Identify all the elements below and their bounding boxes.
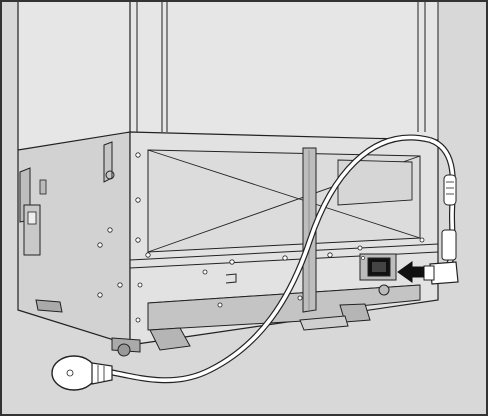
connector-plug — [423, 174, 459, 285]
power-socket — [359, 253, 397, 281]
arrow-insert-icon — [397, 261, 425, 283]
base-feet — [35, 299, 371, 357]
base-side-panel — [17, 131, 131, 346]
center-strap — [302, 147, 317, 313]
cabinet-upper — [17, 2, 439, 152]
base-rear-panel — [129, 131, 439, 346]
mains-plug — [51, 355, 113, 391]
